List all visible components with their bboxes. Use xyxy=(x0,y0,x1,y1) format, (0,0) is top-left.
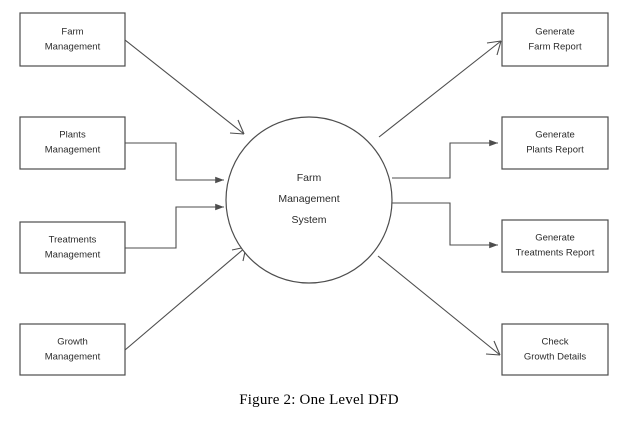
entity-generate-plants-report-label-line-1: Generate xyxy=(535,130,575,141)
entity-generate-farm-report-label-line-1: Generate xyxy=(535,27,575,38)
entity-farm-management-label-line-1: Farm xyxy=(61,27,83,38)
entity-plants-management-label-line-1: Plants xyxy=(59,130,86,141)
entity-growth-management-label-line-1: Growth xyxy=(57,337,88,348)
entity-generate-farm-report[interactable]: Generate Farm Report xyxy=(501,12,609,67)
flow-plants-management-to-system xyxy=(125,142,224,184)
entity-generate-plants-report[interactable]: Generate Plants Report xyxy=(501,116,609,170)
entity-generate-plants-report-label-line-2: Plants Report xyxy=(526,145,584,156)
flow-system-to-generate-treatments-report xyxy=(392,202,498,249)
flow-system-to-generate-farm-report xyxy=(378,40,502,138)
process-label-line-2: Management xyxy=(278,193,339,205)
entity-farm-management[interactable]: Farm Management xyxy=(19,12,126,67)
entity-treatments-management[interactable]: Treatments Management xyxy=(19,221,126,274)
process-label-line-3: System xyxy=(291,214,326,226)
flow-system-to-check-growth-details xyxy=(377,255,501,356)
flow-treatments-management-to-system xyxy=(125,203,224,249)
entity-check-growth-details-label-line-2: Growth Details xyxy=(524,352,587,363)
entity-check-growth-details[interactable]: Check Growth Details xyxy=(501,323,609,376)
entity-plants-management-label-line-2: Management xyxy=(45,145,101,156)
entity-generate-treatments-report[interactable]: Generate Treatments Report xyxy=(501,219,609,273)
process-farm-management-system[interactable]: Farm Management System xyxy=(225,116,393,284)
entity-generate-treatments-report-label-line-2: Treatments Report xyxy=(516,248,595,259)
flow-growth-management-to-system xyxy=(124,246,247,351)
entity-farm-management-label-line-2: Management xyxy=(45,42,101,53)
entity-generate-farm-report-label-line-2: Farm Report xyxy=(528,42,582,53)
entity-plants-management[interactable]: Plants Management xyxy=(19,116,126,170)
figure-caption: Figure 2: One Level DFD xyxy=(239,392,399,408)
entity-treatments-management-label-line-2: Management xyxy=(45,250,101,261)
entity-growth-management[interactable]: Growth Management xyxy=(19,323,126,376)
flow-farm-management-to-system xyxy=(124,39,245,135)
entity-generate-treatments-report-label-line-1: Generate xyxy=(535,233,575,244)
flow-system-to-generate-plants-report xyxy=(392,139,498,179)
entity-check-growth-details-label-line-1: Check xyxy=(542,337,569,348)
entity-growth-management-label-line-2: Management xyxy=(45,352,101,363)
process-label-line-1: Farm xyxy=(297,172,322,184)
entity-treatments-management-label-line-1: Treatments xyxy=(49,235,97,246)
